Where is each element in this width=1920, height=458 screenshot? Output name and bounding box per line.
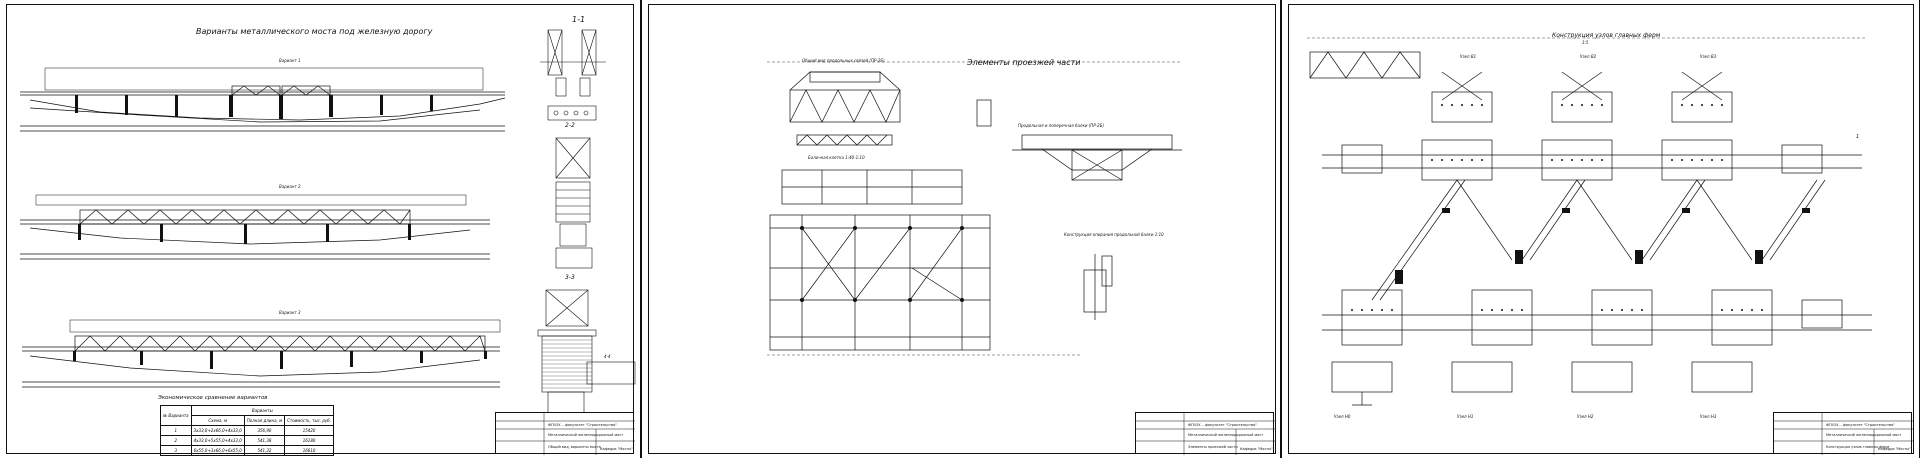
sheet-title: Элементы проезжей части (967, 58, 1081, 67)
title-block: ФГБОУ... факультет "Строительство" Метал… (1135, 412, 1275, 455)
econ-header-cost: Стоимость, тыс. руб. (284, 415, 335, 426)
table-row: 3 6х55,0+3х66,0+6х55,0 541,32 16610 (160, 445, 335, 456)
view-label: Конструкция опирания продольной балки 1:… (1064, 232, 1164, 237)
node-label: Узел В1 (1460, 54, 1477, 59)
stamp-work: Металлический железнодорожный мост (1188, 433, 1264, 437)
section-4-4-label: 4-4 (604, 354, 611, 359)
stamp-dept: Кафедра "Мосты" (600, 447, 633, 451)
section-1-1-label: 1-1 (572, 15, 586, 24)
deck-elements-drawing (767, 61, 1182, 356)
drawing-sheet-2: Элементы проезжей части Общий вид продол… (642, 0, 1282, 458)
table-cell: 2 (160, 435, 192, 446)
stamp-dept: Кафедра "Мосты" (1240, 447, 1273, 451)
section-3-3-label: 3-3 (565, 274, 575, 281)
table-cell: 541,32 (243, 445, 286, 456)
stamp-sheet: Общий вид, варианты моста (548, 445, 601, 449)
econ-group-header: Варианты (190, 405, 335, 416)
node-label: Узел Н0 (1334, 414, 1351, 419)
econ-comparison-table: № Варианта Варианты Схема, м Полная длин… (160, 405, 335, 456)
view-label: Продольная и поперечная балки (ПР-2Б) (1018, 123, 1105, 128)
drawing-sheet-3: Конструкция узлов главных ферм 1:5 Узел … (1282, 0, 1920, 458)
sheet-title: Варианты металлического моста под железн… (196, 27, 433, 36)
sheet-subtitle: 1:5 (1582, 40, 1589, 45)
variant-2-label: Вариант 2 (279, 184, 301, 189)
stamp-work: Металлический железнодорожный мост (1826, 433, 1902, 437)
table-cell: 15420 (284, 425, 335, 436)
truss-nodes-drawing (1307, 37, 1872, 406)
sheet-frame (648, 4, 1276, 454)
title-block-grid (1136, 413, 1275, 455)
table-row: 1 3х33,0+2х66,0+4х33,0 356,90 15420 (160, 425, 335, 436)
table-cell: 541,38 (243, 435, 286, 446)
table-cell: 6х55,0+3х66,0+6х55,0 (190, 445, 245, 456)
section-2-2-label: 2-2 (565, 122, 575, 129)
stamp-sheet: Конструкция узлов главных ферм (1826, 445, 1890, 449)
node-label: Узел Н1 (1457, 414, 1474, 419)
view-label: Балочная клетка 1:40-1:10 (808, 155, 865, 160)
table-cell: 4х33,0+5х55,0+4х33,0 (190, 435, 245, 446)
table-cell: 16610 (284, 445, 335, 456)
node-label: Узел Н3 (1700, 414, 1717, 419)
stamp-company: ФГБОУ... факультет "Строительство" (1188, 423, 1257, 427)
title-block: ФГБОУ... факультет "Строительство" Метал… (495, 412, 635, 455)
econ-table-title: Экономическое сравнение вариантов (158, 395, 268, 401)
table-row: 2 4х33,0+5х55,0+4х33,0 541,38 16180 (160, 435, 335, 446)
drawing-sheet-1: Варианты металлического моста под железн… (0, 0, 642, 458)
view-label: Общий вид продольных связей (ПР-2Б) (802, 58, 885, 63)
title-block-grid (496, 413, 635, 455)
stamp-work: Металлический железнодорожный мост (548, 433, 624, 437)
stamp-sheet: Элементы проезжей части (1188, 445, 1238, 449)
econ-header-scheme: Схема, м (190, 415, 245, 426)
table-cell: 16180 (284, 435, 335, 446)
title-block-grid (1774, 413, 1913, 455)
node-label: Узел Н2 (1577, 414, 1594, 419)
table-cell: 1 (160, 425, 192, 436)
table-cell: 3х33,0+2х66,0+4х33,0 (190, 425, 245, 436)
variant-1-label: Вариант 1 (279, 58, 301, 63)
econ-header-variant: № Варианта (160, 405, 192, 426)
node-label: Узел В3 (1700, 54, 1717, 59)
stamp-dept: Кафедра "Мосты" (1878, 447, 1911, 451)
table-cell: 356,90 (243, 425, 286, 436)
section-mark: 1 (1856, 134, 1860, 140)
table-cell: 3 (160, 445, 192, 456)
stamp-company: ФГБОУ... факультет "Строительство" (1826, 423, 1895, 427)
variant-3-label: Вариант 3 (279, 310, 301, 315)
sheet-title: Конструкция узлов главных ферм (1552, 32, 1661, 39)
title-block: ФГБОУ... факультет "Строительство" Метал… (1773, 412, 1913, 455)
sheet-frame (1288, 4, 1914, 454)
stamp-company: ФГБОУ... факультет "Строительство" (548, 423, 617, 427)
econ-header-length: Полная длина, м (243, 415, 286, 426)
bridge-variants-drawing (20, 29, 636, 415)
node-label: Узел В2 (1580, 54, 1597, 59)
